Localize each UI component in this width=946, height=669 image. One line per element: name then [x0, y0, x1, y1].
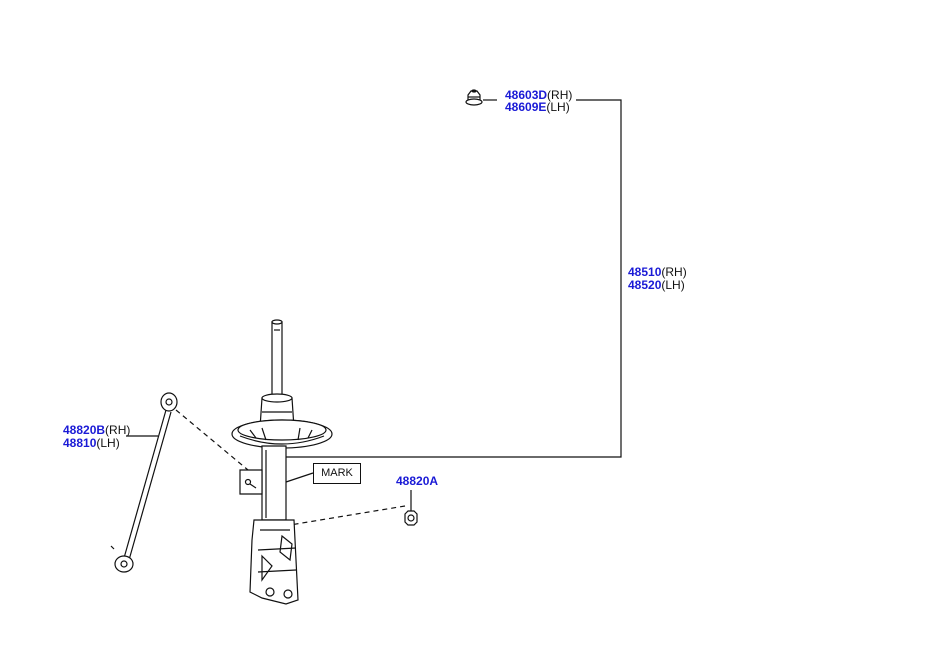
label-link-rh: 48820B(RH): [63, 424, 130, 436]
part-number-link-lh: 48810: [63, 436, 97, 450]
stabilizer-link-icon: [110, 392, 178, 573]
link-nut-icon: [404, 510, 418, 526]
leader-nut-to-strut: [286, 99, 622, 458]
side-lh: (LH): [546, 100, 570, 114]
part-number-link-nut: 48820A: [396, 474, 439, 488]
label-link-nut: 48820A: [396, 475, 438, 487]
side-rh: (RH): [547, 88, 573, 102]
shock-absorber-strut-icon: [231, 319, 333, 605]
part-number-nut-rh: 48603D: [505, 88, 548, 102]
label-nut-rh: 48603D(RH): [505, 89, 572, 101]
nut-icon: [465, 89, 483, 106]
part-number-nut-lh: 48609E: [505, 100, 547, 114]
side-lh: (LH): [661, 278, 685, 292]
part-number-strut-rh: 48510: [628, 265, 662, 279]
label-strut-rh: 48510(RH): [628, 266, 687, 278]
side-rh: (RH): [105, 423, 131, 437]
part-number-link-rh: 48820B: [63, 423, 106, 437]
leader-mark: [285, 472, 314, 483]
assembly-line-link-to-strut: [175, 409, 249, 471]
label-strut-lh: 48520(LH): [628, 279, 685, 291]
assembly-lines: [175, 409, 406, 526]
mark-callout: MARK: [313, 463, 361, 484]
label-link-lh: 48810(LH): [63, 437, 120, 449]
assembly-line-nut-to-strut: [281, 505, 406, 526]
side-lh: (LH): [96, 436, 120, 450]
part-number-strut-lh: 48520: [628, 278, 662, 292]
label-nut-lh: 48609E(LH): [505, 101, 570, 113]
leader-lines: [126, 99, 622, 512]
side-rh: (RH): [661, 265, 687, 279]
